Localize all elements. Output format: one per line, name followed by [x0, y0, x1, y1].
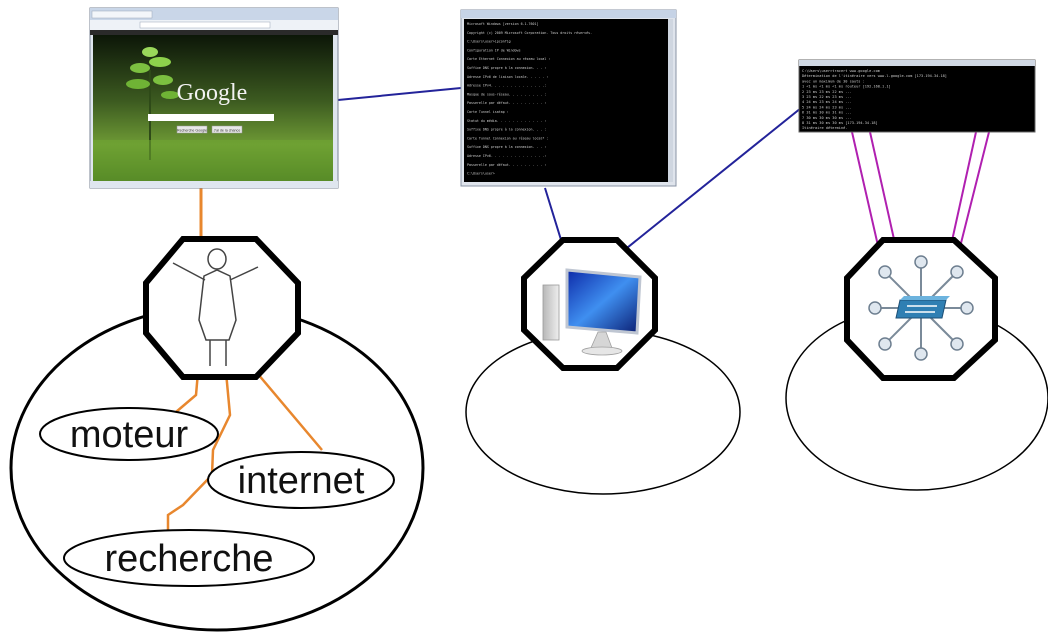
google-search-button[interactable]	[176, 125, 208, 134]
ipconfig-terminal: Microsoft Windows [version 6.1.7601] Copy…	[460, 9, 677, 187]
terminal-line: Suffixe DNS propre à la connexion. . . :	[467, 66, 546, 70]
browser-to-ipconfig-connector	[337, 87, 462, 101]
person-icon	[172, 248, 259, 366]
terminal-line: Statut du média. . . . . . . . . . . . :	[467, 119, 546, 123]
terminal-line: Suffixe DNS propre à la connexion. . . :	[467, 128, 546, 132]
terminal-line: 8 31 ms 30 ms 30 ms [173.194.34.18]	[802, 121, 878, 125]
terminal-line: Passerelle par défaut. . . . . . . . . :	[467, 163, 546, 167]
terminal-line: Microsoft Windows [version 6.1.7601]	[467, 22, 538, 26]
terminal-line: 7 30 ms 30 ms 30 ms ...	[802, 116, 852, 120]
tracert-terminal: C:\Users\user>tracert www.google.comDéte…	[798, 59, 1036, 133]
network-switch-icon	[868, 255, 974, 361]
terminal-line: Carte Ethernet Connexion au réseau local…	[467, 57, 550, 61]
terminal-line: Passerelle par défaut. . . . . . . . . :	[467, 101, 546, 105]
google-lucky-button-label: J'ai de la chance	[214, 129, 241, 133]
terminal-line: Masque de sous-réseau. . . . . . . . . :	[467, 92, 546, 96]
terminal-line: Carte Tunnel isatap :	[467, 110, 509, 114]
google-lucky-button[interactable]	[211, 125, 243, 134]
terminal-line: 2 23 ms 23 ms 22 ms ...	[802, 90, 852, 94]
terminal-line: 1 <1 ms <1 ms <1 ms routeur [192.168.1.1…	[802, 85, 891, 89]
concept-recherche-ellipse	[63, 529, 315, 587]
google-search-button-label: Recherche Google	[177, 129, 207, 133]
terminal-line: 3 23 ms 22 ms 23 ms ...	[802, 95, 852, 99]
terminal-line: Copyright (c) 2009 Microsoft Corporation…	[467, 31, 592, 35]
terminal-line: Itinéraire déterminé.	[802, 126, 847, 130]
computer-monitor-icon	[542, 268, 642, 356]
terminal-line: 5 24 ms 24 ms 23 ms ...	[802, 105, 852, 109]
concept-internet-ellipse	[207, 451, 395, 509]
tracert-output: C:\Users\user>tracert www.google.comDéte…	[802, 69, 947, 130]
terminal-line: C:\Users\user>	[467, 172, 495, 176]
concept-moteur: moteur	[70, 414, 189, 456]
terminal-line: 4 24 ms 23 ms 24 ms ...	[802, 100, 852, 104]
terminal-line: Détermination de l'itinéraire vers www.l…	[802, 74, 947, 78]
terminal-line: Suffixe DNS propre à la connexion. . . :	[467, 145, 546, 149]
terminal-line: Carte Tunnel Connexion au réseau local* …	[467, 136, 548, 140]
terminal-line: Adresse IPv6. . . . . . . . . . . . . .:	[467, 154, 546, 158]
browser-screenshot: Google Recherche Google J'ai de la chanc…	[89, 7, 339, 189]
terminal-line: 6 31 ms 30 ms 31 ms ...	[802, 111, 852, 115]
terminal-line: Adresse IPv6 de liaison locale. . . . . …	[467, 75, 548, 79]
ipconfig-output: Microsoft Windows [version 6.1.7601] Copy…	[467, 22, 592, 176]
terminal-line: C:\Users\user>ipconfig	[467, 40, 511, 44]
person-octagon	[143, 236, 301, 380]
concept-internet: internet	[238, 460, 365, 502]
terminal-line: avec un maximum de 30 sauts :	[802, 79, 865, 83]
terminal-line: Adresse IPv4. . . . . . . . . . . . . .:	[467, 84, 546, 88]
google-logo: Google	[177, 80, 248, 106]
concept-recherche: recherche	[105, 538, 274, 580]
google-search-box[interactable]	[148, 114, 274, 121]
terminal-line: C:\Users\user>tracert www.google.com	[802, 69, 880, 73]
concept-moteur-ellipse	[39, 407, 219, 461]
terminal-line: Configuration IP de Windows	[467, 48, 521, 52]
